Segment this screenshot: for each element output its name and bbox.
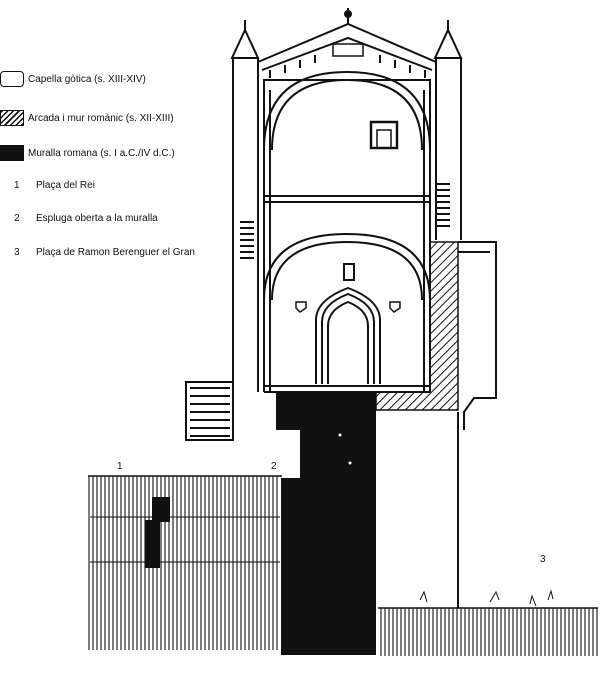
marker-2: 2 bbox=[271, 461, 277, 472]
legend-swatch-hatch bbox=[0, 110, 24, 126]
wall-fragment bbox=[145, 497, 170, 568]
roman-wall bbox=[276, 392, 376, 655]
louvers bbox=[190, 183, 450, 437]
legend-label: Muralla romana (s. I a.C./IV d.C.) bbox=[28, 147, 175, 159]
ground-plaza-rei bbox=[88, 475, 282, 650]
legend-swatch-black bbox=[0, 145, 24, 161]
marker-3: 3 bbox=[540, 554, 546, 565]
legend-swatch-white bbox=[0, 71, 24, 87]
legend-label: Capella gòtica (s. XIII-XIV) bbox=[28, 73, 146, 85]
romanesque-wall bbox=[375, 241, 459, 411]
legend-label: Arcada i mur romànic (s. XII-XIII) bbox=[28, 112, 174, 124]
legend-item-roman-wall: Muralla romana (s. I a.C./IV d.C.) bbox=[0, 145, 175, 161]
legend-item-romanesque: Arcada i mur romànic (s. XII-XIII) bbox=[0, 110, 174, 126]
marker-1: 1 bbox=[117, 461, 123, 472]
gothic-chapel bbox=[185, 8, 497, 608]
legend-item-gothic: Capella gòtica (s. XIII-XIV) bbox=[0, 71, 146, 87]
ground-plaza-berenguer bbox=[378, 589, 598, 656]
